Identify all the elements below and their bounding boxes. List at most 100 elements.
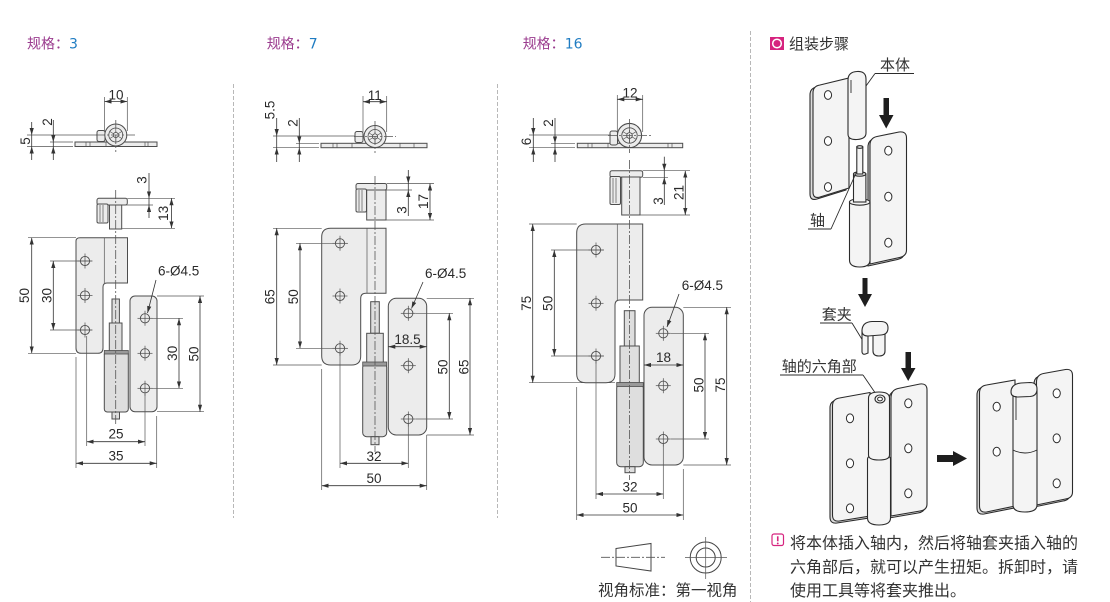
extension-line: [416, 297, 474, 436]
extension-line: [27, 134, 97, 147]
hinge-shaft-illustration: [848, 131, 908, 268]
assembled-hinge-illustration: [829, 383, 928, 526]
top-view: 11 5.5 2: [263, 88, 428, 162]
dimension-label: 32: [366, 449, 381, 464]
spec-label: 规格：: [523, 37, 565, 53]
projection-standard: 视角标准：第一视角: [598, 537, 738, 600]
mounting-hole: [823, 136, 833, 146]
mounting-hole: [845, 503, 855, 514]
concentric-circles-icon: [685, 537, 727, 579]
mounting-hole: [992, 401, 1001, 412]
spec-title: 规格：7: [267, 37, 318, 53]
clip-end: [354, 131, 364, 143]
extension-line: [671, 306, 731, 466]
extension-line: [576, 360, 684, 520]
left-leaf: [75, 237, 128, 354]
dimension-label: 18.5: [394, 332, 420, 347]
spec-label: 规格：: [27, 37, 69, 53]
extension-line: [640, 170, 690, 216]
shaft-hex: [852, 173, 867, 203]
lower-knuckle: [866, 454, 892, 526]
callout-leader: [865, 73, 914, 87]
clip-end: [609, 130, 618, 146]
arrow-down-icon: [858, 278, 872, 307]
dimension-label: 30: [40, 288, 55, 303]
assembly-steps: 组装步骤 本体 轴: [770, 35, 1078, 600]
hole-callout: 6-Ø4.5: [425, 266, 466, 281]
hole-callout: 6-Ø4.5: [158, 264, 199, 279]
spec-value: 3: [69, 37, 78, 53]
badge-circle: [771, 38, 783, 49]
dimension-label: 11: [368, 88, 382, 103]
clip-cap: [861, 320, 889, 337]
callout-leader: [820, 322, 864, 342]
barrel-ring: [103, 350, 129, 355]
spec-7-drawing: 规格：7 11 5.5 2: [263, 37, 474, 490]
shaft-barrel: [848, 201, 871, 268]
dimension-label: 30: [165, 346, 180, 361]
callout-shaft: 轴: [810, 212, 825, 230]
clip-tab: [96, 203, 109, 224]
clip-tab: [355, 188, 367, 213]
center-line: [96, 120, 135, 152]
clip-illustration: [861, 320, 889, 357]
dimension-label: 65: [457, 359, 472, 374]
crosshair: [685, 537, 727, 579]
truncated-cone-icon: [615, 542, 652, 572]
mounting-hole: [823, 182, 833, 192]
clip-tab-lines: [99, 205, 104, 222]
dimension-label: 50: [541, 296, 556, 311]
note-line: 六角部后，就可以产生扭矩。拆卸时，请: [790, 558, 1078, 577]
barrel-ring: [616, 382, 644, 387]
dimension-label: 75: [713, 377, 728, 392]
arrow-down-icon: [901, 352, 916, 381]
shaft-barrel: [103, 350, 129, 413]
center-line: [354, 121, 396, 153]
projection-label: 视角标准：第一视角: [598, 582, 738, 600]
dimension-label: 75: [519, 296, 534, 311]
mounting-hole: [1052, 388, 1061, 399]
spec-16-drawing: 规格：16 12 6 2: [519, 37, 731, 520]
spec-title: 规格：16: [523, 37, 583, 53]
mounting-hole: [992, 446, 1001, 457]
leader-line: [147, 279, 157, 314]
hinge-body-illustration: [809, 70, 867, 200]
mounting-hole: [904, 398, 913, 409]
plate-edge-lines: [587, 143, 673, 148]
side-view: 3 17 65 50 65 50 18.5 6-Ø4.5 32 50: [263, 170, 474, 490]
dimension-label: 50: [436, 359, 451, 374]
spec-value: 7: [309, 37, 318, 53]
mounting-hole: [1052, 478, 1061, 489]
right-leaf: [643, 306, 684, 466]
clip-tab: [609, 176, 621, 205]
assembly-header: 组装步骤: [770, 35, 849, 53]
upper-knuckle: [867, 391, 891, 461]
dimension-label: 5.5: [263, 101, 278, 120]
dimension-label: 3: [651, 197, 666, 205]
dimension-label: 21: [672, 185, 687, 200]
top-view: 10 5 2: [18, 88, 158, 160]
dimension-label: 17: [416, 194, 431, 209]
mounting-hole: [884, 145, 893, 156]
assembly-title: 组装步骤: [789, 35, 849, 53]
left-leaf: [978, 379, 1016, 513]
extension-line: [121, 197, 175, 229]
shaft-barrel: [616, 383, 644, 468]
note-line: 使用工具等将套夹推出。: [790, 581, 966, 600]
dimension-label: 50: [622, 501, 637, 516]
clip-pin: [872, 333, 886, 357]
tip-top: [856, 145, 864, 149]
dimension-label: 50: [187, 346, 202, 361]
dimension-label: 25: [108, 427, 123, 442]
left-leaf: [321, 227, 387, 366]
callout-body: 本体: [880, 56, 910, 74]
dimension-label: 50: [366, 471, 381, 486]
hole-callout: 6-Ø4.5: [682, 278, 723, 293]
side-view: 3 21 75 50 75 50 18 6-Ø4.5 32 50: [519, 156, 731, 520]
spec-3-drawing: 规格：3 10 5 2: [17, 37, 204, 468]
leader-line: [411, 281, 424, 309]
assembly-note: 将本体插入轴内，然后将轴套夹插入轴的 六角部后，就可以产生扭矩。拆卸时，请 使用…: [771, 533, 1078, 600]
mounting-hole: [904, 443, 913, 454]
dimension-label: 3: [395, 206, 410, 214]
